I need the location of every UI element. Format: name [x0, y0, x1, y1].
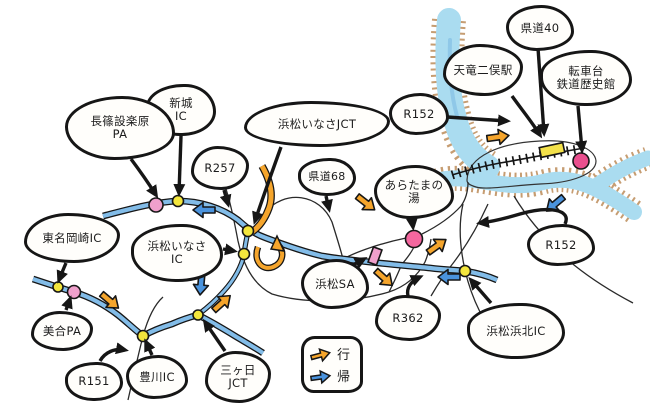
label-text: R152 [545, 237, 577, 252]
map-label-r257: R257 [191, 146, 249, 190]
route-legend: 行 帰 [301, 336, 363, 393]
label-text: 美合PA [42, 323, 82, 338]
go-arrow-station [485, 127, 511, 147]
ic-marker-okazaki [52, 281, 64, 293]
map-label-toyokawa-ic: 豊川IC [126, 355, 188, 399]
map-label-r362: R362 [375, 295, 441, 341]
map-label-hamamatsu-inasa-jct: 浜松いなさJCT [244, 101, 390, 147]
map-label-miai-pa: 美合PA [31, 311, 93, 351]
label-text: 転車台 鉄道歴史館 [556, 64, 616, 91]
ic-marker-toyokawa [136, 329, 150, 343]
road-r362 [388, 238, 432, 293]
map-label-aratama-no-yu: あらたまの 湯 [374, 165, 454, 219]
go-u-turn-arrow [253, 234, 286, 272]
label-text: R362 [392, 310, 424, 325]
map-label-mikkabi-jct: 三ヶ日 JCT [205, 351, 271, 403]
map-label-kendo68: 県道68 [298, 158, 356, 196]
ic-marker-hamakita [458, 264, 472, 278]
jct-marker-mikkabi [192, 309, 204, 321]
label-text: 新城 IC [169, 96, 193, 123]
label-text: 県道40 [520, 20, 560, 35]
legend-return-label: 帰 [337, 370, 351, 385]
label-text: 浜松浜北IC [486, 323, 546, 338]
mikkabi-inasa-connector-road [197, 231, 251, 317]
label-text: 天竜二俣駅 [453, 62, 513, 77]
legend-return-row: 帰 [308, 366, 356, 385]
label-text: R257 [204, 160, 236, 175]
turntable-marker [572, 152, 590, 170]
onsen-marker-aratama [404, 229, 424, 249]
go-route-band [249, 164, 275, 236]
road-r152 [513, 195, 634, 304]
map-label-tomei-okazaki-ic: 東名岡崎IC [24, 213, 120, 263]
ic-marker-shinshiro [171, 194, 185, 208]
map-label-kendo40: 県道40 [506, 5, 574, 51]
map-label-tenryu-futamata-station: 天竜二俣駅 [443, 44, 523, 96]
label-text: 三ヶ日 JCT [220, 363, 256, 390]
label-text: 豊川IC [139, 369, 175, 384]
label-text: 浜松SA [315, 276, 355, 291]
map-label-r152-right: R152 [527, 224, 595, 266]
map-label-hamamatsu-inasa-ic: 浜松いなさ IC [131, 224, 223, 282]
pa-marker-nagashino [148, 197, 164, 213]
label-text: 東名岡崎IC [42, 230, 102, 245]
jct-marker-inasa [241, 224, 255, 238]
label-text: あらたまの 湯 [384, 178, 444, 205]
label-text: 浜松いなさ IC [147, 239, 207, 266]
label-text: 県道68 [308, 169, 346, 183]
return-arrow-icon [309, 369, 332, 384]
label-text: R151 [78, 374, 110, 389]
map-label-hamamatsu-sa: 浜松SA [301, 259, 369, 309]
map-markers [52, 141, 590, 343]
sa-marker-hamamatsu [367, 245, 383, 267]
road-kendo68 [262, 196, 344, 260]
station-marker-tenryu-futamata [538, 141, 566, 159]
legend-go-row: 行 [308, 344, 356, 363]
label-text: 長篠設楽原 PA [90, 114, 150, 141]
map-label-turntable-railway-museum: 転車台 鉄道歴史館 [540, 50, 632, 106]
river-tenryu [429, 8, 650, 223]
legend-go-label: 行 [337, 348, 351, 363]
station-area-loop [466, 140, 597, 189]
map-label-hamamatsu-hamakita-ic: 浜松浜北IC [467, 303, 565, 359]
label-pointer-arrows [56, 47, 588, 362]
label-text: 浜松いなさJCT [277, 116, 357, 131]
map-label-r151: R151 [65, 362, 123, 401]
map-label-nagashino-shitaragahara-pa: 長篠設楽原 PA [65, 96, 175, 160]
go-arrow-r362 [370, 264, 398, 292]
map-label-r152-top: R152 [389, 93, 449, 135]
pa-marker-miai [66, 284, 82, 300]
go-arrow-icon [309, 347, 331, 362]
label-text: R152 [403, 106, 435, 121]
ic-marker-inasa [237, 247, 251, 261]
